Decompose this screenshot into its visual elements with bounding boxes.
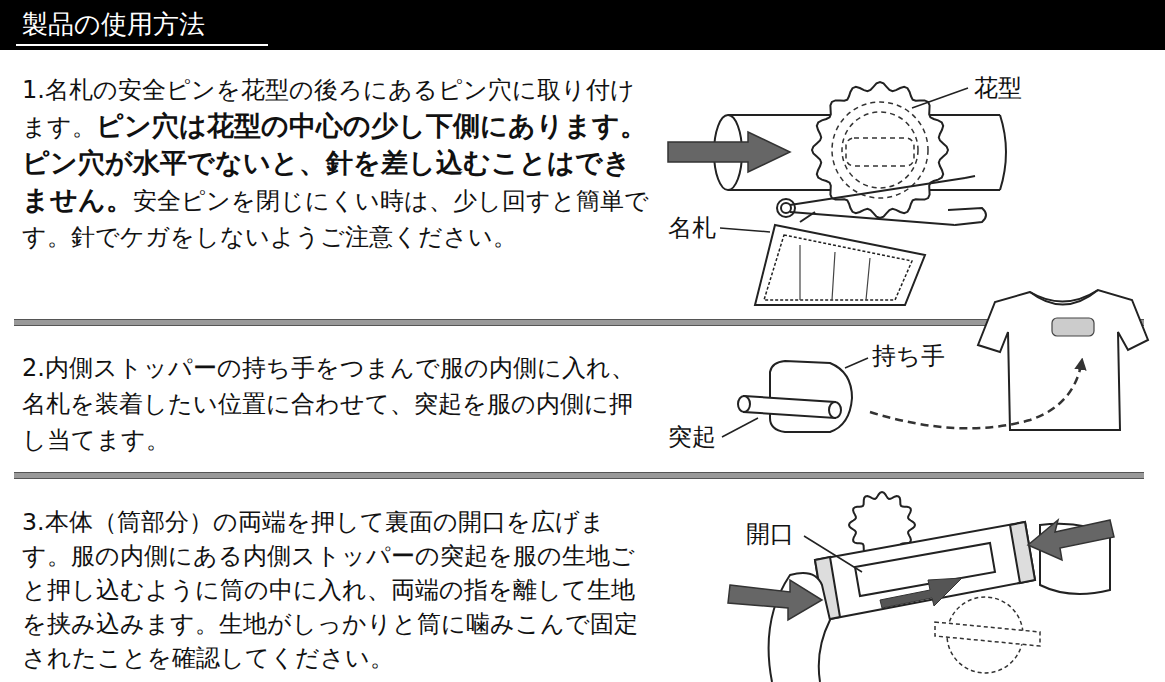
page-title: 製品の使用方法 — [22, 7, 205, 41]
press-arrow — [1028, 520, 1114, 560]
instruction-step: 2.内側ストッパーの持ち手をつまんで服の内側に入れ、名札を装着したい位置に合わせ… — [22, 350, 650, 458]
insert-arrow — [668, 132, 790, 172]
leader-line — [722, 418, 758, 437]
leader-line — [845, 358, 868, 368]
part-label: 持ち手 — [870, 342, 947, 370]
flower-inner-dashes — [832, 102, 928, 198]
tube-body — [815, 522, 1035, 620]
inner-stopper — [738, 361, 852, 432]
leader-line — [720, 228, 770, 232]
stopper-behind — [935, 597, 1040, 673]
leader-line — [804, 536, 862, 572]
open-arrow — [880, 578, 962, 608]
part-label: 花型 — [972, 74, 1024, 102]
part-label: 名札 — [666, 214, 718, 242]
part-label: 開口 — [744, 520, 796, 548]
motion-arrow — [870, 360, 1082, 428]
safety-pin — [777, 176, 986, 225]
separator — [14, 319, 1144, 479]
instruction-step: 3.本体（筒部分）の両端を押して裏面の開口を広げます。服の内側にある内側ストッパ… — [22, 505, 650, 675]
step-text: 2.内側ストッパーの持ち手をつまんで服の内側に入れ、名札を装着したい位置に合わせ… — [22, 354, 635, 454]
header-underline — [16, 44, 268, 46]
instruction-step: 1.名札の安全ピンを花型の後ろにあるピン穴に取り付けます。ピン穴は花型の中心の少… — [22, 72, 650, 255]
part-label: 突起 — [666, 423, 718, 451]
header-bar — [0, 0, 1165, 50]
press-arrow — [728, 580, 822, 620]
t-shirt — [978, 290, 1148, 430]
leader-line — [912, 88, 968, 108]
step-text: 3.本体（筒部分）の両端を押して裏面の開口を広げます。服の内側にある内側ストッパ… — [22, 508, 638, 672]
name-tag — [755, 212, 925, 305]
